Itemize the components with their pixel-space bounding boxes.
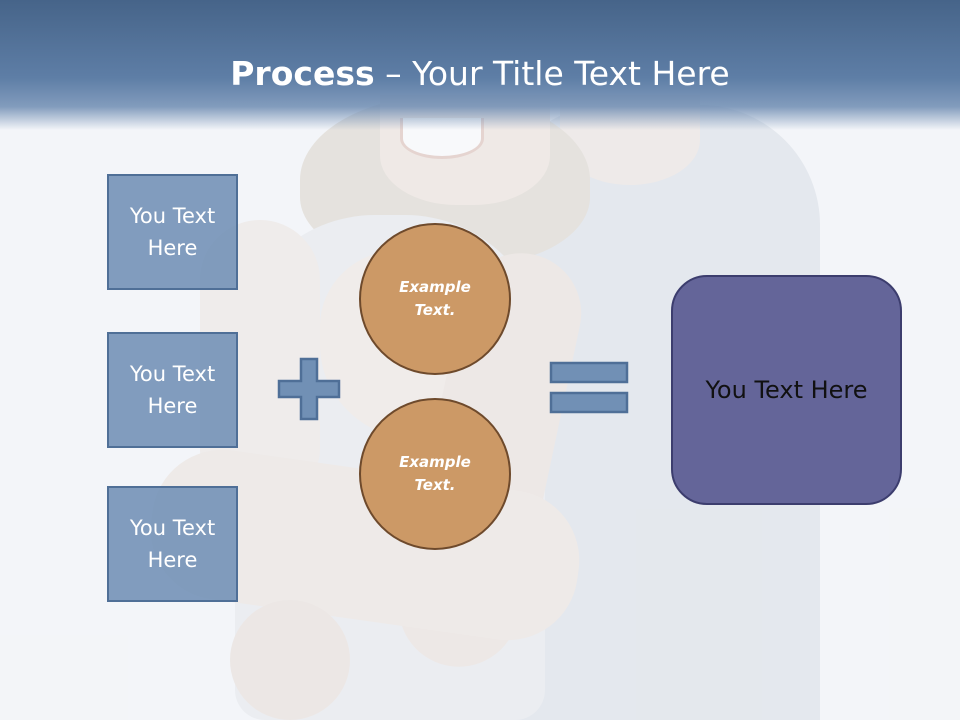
example-circle-2: Example Text. xyxy=(359,398,511,550)
example-circle-2-label: Example Text. xyxy=(399,453,471,494)
input-box-2-label: You Text Here xyxy=(129,362,216,418)
slide-title: Process – Your Title Text Here xyxy=(0,54,960,94)
example-circle-1: Example Text. xyxy=(359,223,511,375)
input-box-2: You Text Here xyxy=(107,332,238,448)
equals-icon xyxy=(549,361,629,414)
title-rest: – Your Title Text Here xyxy=(374,54,730,93)
title-banner xyxy=(0,0,960,130)
plus-icon xyxy=(277,357,341,421)
photo-hand xyxy=(230,600,350,720)
result-box-label: You Text Here xyxy=(705,376,868,404)
title-bold: Process xyxy=(230,54,375,93)
input-box-3: You Text Here xyxy=(107,486,238,602)
input-box-1: You Text Here xyxy=(107,174,238,290)
example-circle-1-label: Example Text. xyxy=(399,278,471,319)
result-box: You Text Here xyxy=(671,275,902,505)
input-box-1-label: You Text Here xyxy=(129,204,216,260)
input-box-3-label: You Text Here xyxy=(129,516,216,572)
